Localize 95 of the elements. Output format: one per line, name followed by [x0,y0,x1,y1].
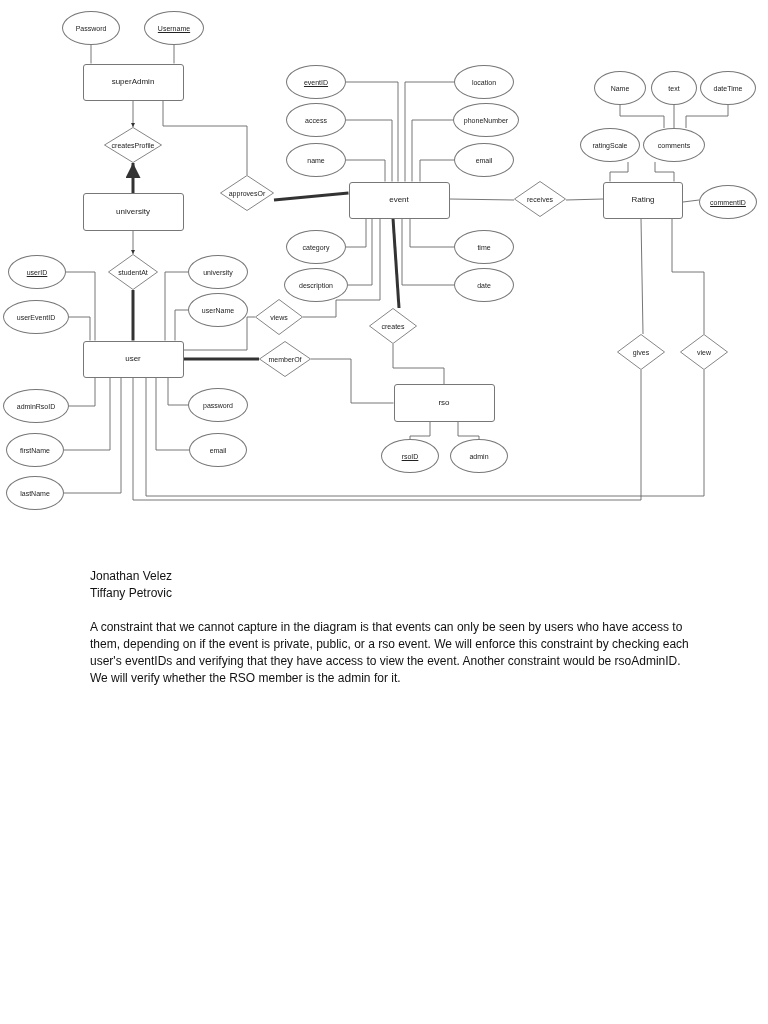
relationship-diamond [220,175,274,211]
connector-line [68,377,96,407]
connector-line [673,104,675,129]
attribute-ellipse [8,255,66,289]
attribute-ellipse [286,143,346,177]
attribute-ellipse [580,128,640,162]
attribute-ellipse [6,476,64,510]
connector-line [68,316,91,341]
attribute-ellipse [699,185,757,219]
entity-name: rso [438,399,450,407]
entity-name: event [389,196,409,204]
relationship-diamond [108,254,158,290]
constraint-paragraph: A constraint that we cannot capture in the diagram is that events can only be seen by users who have access to them, depending on if the event is private, public, or a rso event. We will enforce this constraint by checking each user's eventIDs and verifying that they have access to view the event. Another constraint would be rsoAdminID. We will verify whether the RSO member is the admin for it. [90,619,690,687]
connector-line [65,271,96,341]
connector-line [173,44,175,64]
connector-line [682,199,700,203]
connector-line [63,377,111,451]
connector-line [167,377,189,406]
connector-line [273,191,349,202]
attribute-ellipse [286,103,346,137]
author-name: Jonathan Velez [90,568,174,585]
relationship-diamond [680,334,728,370]
connector-line [345,159,386,182]
attribute-ellipse [6,433,64,467]
connector-line [145,369,705,497]
connector-line [155,377,190,451]
connector-line [685,104,729,129]
connector-line [164,271,189,341]
connector-line [345,218,367,248]
attribute-ellipse [454,65,514,99]
connector-line [411,119,454,182]
connector-line [401,218,455,286]
connector-line [565,198,604,201]
author-name: Tiffany Petrovic [90,585,174,602]
connector-line [392,343,445,385]
connector-line [347,218,373,286]
connector-line [310,358,394,404]
relationship-diamond [514,181,566,217]
connector-line [419,159,455,182]
connector-line [449,198,515,201]
attribute-ellipse [450,439,508,473]
connector-line [90,44,92,64]
arrow [125,163,141,193]
connector-line [174,309,189,341]
connector-line [619,104,665,129]
connector-line [609,161,629,182]
connector-line [63,377,122,494]
connector-line [183,357,259,361]
connector-line [345,81,399,182]
entity-name: Rating [631,196,655,204]
attribute-ellipse [286,65,346,99]
connector-line [131,290,135,341]
relationship-diamond [369,308,417,344]
connector-line [640,218,644,335]
relationship-diamond [259,341,311,377]
entity-box [603,181,683,219]
attribute-ellipse [454,143,514,177]
connector-line [409,421,431,440]
attribute-ellipse [188,255,248,289]
connector-line [671,218,705,335]
entity-name: university [116,208,150,216]
relationship-diamond [104,127,162,163]
connector-line [391,218,401,309]
attribute-ellipse [454,268,514,302]
connector-line [404,81,455,182]
attribute-ellipse [594,71,646,105]
attribute-ellipse [284,268,348,302]
relationship-diamond [617,334,665,370]
connector-line [183,316,256,351]
entity-box [82,340,184,378]
attribute-ellipse [188,388,248,422]
entity-box [82,193,184,231]
attribute-ellipse [188,293,248,327]
attribute-ellipse [381,439,439,473]
attribute-ellipse [62,11,120,45]
relationship-diamond [255,299,303,335]
entity-box [348,181,450,219]
connector-line [132,369,642,501]
entity-box [82,63,184,101]
entity-name: user [125,355,141,363]
connector-line [345,119,393,182]
attribute-ellipse [700,71,756,105]
attribute-ellipse [144,11,204,45]
entity-name: superAdmin [111,78,155,86]
connector-line [457,421,480,440]
attribute-ellipse [643,128,705,162]
attribute-ellipse [454,230,514,264]
connector-line [302,218,381,318]
connector-line [654,161,675,182]
attribute-ellipse [651,71,697,105]
connector-line [162,100,248,176]
entity-box [393,384,495,422]
attribute-ellipse [286,230,346,264]
connector-line [409,218,455,248]
attribute-ellipse [189,433,247,467]
